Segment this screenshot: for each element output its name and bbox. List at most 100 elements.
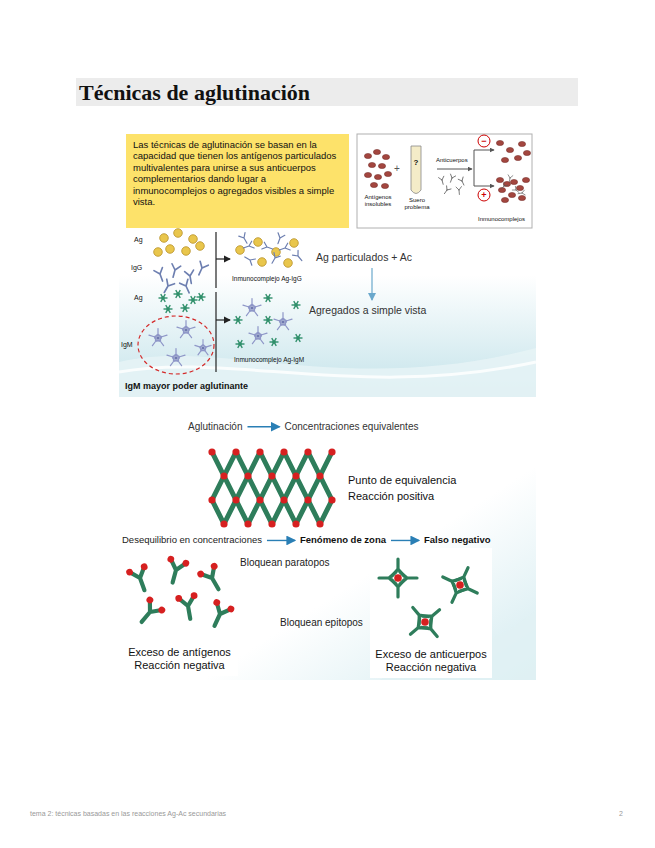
arrow (474, 186, 494, 187)
antibody-arm (320, 500, 332, 524)
antigen-dot (125, 568, 134, 577)
antibody-shape (173, 356, 184, 367)
antibody-shape (242, 302, 253, 311)
symbol: + (394, 163, 400, 175)
antibody-shape (201, 346, 211, 356)
antibody-arm (212, 500, 224, 524)
igm-pentamer (176, 321, 196, 340)
insoluble-antigen (364, 153, 371, 158)
antibody (157, 332, 168, 341)
antigen-star (181, 304, 190, 312)
antigen-star (264, 316, 273, 324)
insoluble-antigen (510, 179, 517, 184)
insoluble-antigen (506, 147, 513, 152)
antibody (202, 343, 212, 351)
antibody-shape (166, 352, 177, 361)
page-footer: tema 2: técnicas basadas en las reaccion… (30, 810, 226, 818)
antibody-arm (260, 476, 272, 500)
antibody-arm (284, 452, 296, 476)
star-core (266, 296, 270, 300)
antibody (175, 592, 201, 621)
antibody-arm (236, 500, 248, 524)
insoluble-antigen (501, 197, 508, 202)
antibody-arm (320, 452, 332, 476)
antigen-star (234, 316, 243, 324)
node-text: Reacción negativa (386, 661, 477, 674)
antibody-shape (157, 332, 168, 341)
antigen-star (159, 294, 168, 302)
antibody-arm (224, 452, 236, 476)
antibody-shape (175, 352, 186, 361)
antibody (194, 343, 204, 351)
antibody-shape (507, 175, 513, 183)
antibody (518, 190, 526, 196)
slide-text: Concentraciones equivalentes (284, 421, 418, 433)
excess-antibody-figure (379, 559, 480, 640)
star-core (199, 295, 203, 299)
antigen-star (197, 293, 206, 301)
star-core (191, 298, 195, 302)
arrow (216, 258, 230, 259)
antigen-star (270, 338, 279, 346)
insoluble-antigen (381, 183, 388, 188)
antigen-particle (154, 248, 163, 257)
insoluble-antigen (518, 141, 525, 146)
insoluble-antigen (522, 177, 529, 182)
arrow (216, 319, 230, 320)
antibody (500, 182, 508, 190)
antibody (133, 595, 167, 629)
antibody-shape (155, 336, 166, 347)
antibody (183, 328, 194, 339)
bracket (215, 292, 216, 372)
antibody-shape (500, 182, 508, 190)
insoluble-antigen (382, 154, 389, 159)
antibody-shape (154, 268, 167, 283)
panel-ground (370, 548, 492, 678)
antibody-shape (243, 254, 255, 265)
igm-pentamer (166, 349, 186, 368)
antigen-dot (208, 496, 215, 503)
arrow (267, 540, 295, 541)
antibody-shape (195, 261, 209, 276)
antigen-dot (182, 559, 190, 567)
antigen-dot (244, 520, 251, 527)
definition-box: Las técnicas de aglutinación se basan en… (126, 134, 349, 228)
part-label: Ag (134, 236, 143, 244)
antigen-dot (394, 574, 402, 582)
figure-label: Suero problema (402, 197, 432, 211)
igm-pentamer (273, 313, 293, 332)
antigen-particle (236, 246, 245, 255)
star-core (161, 296, 165, 300)
antigen-dot (456, 581, 464, 589)
antibody-shape (293, 250, 305, 262)
antibody (439, 176, 446, 185)
antibody (262, 242, 274, 252)
slide-wave (119, 348, 536, 397)
antibody (273, 316, 284, 325)
insoluble-antigen (514, 155, 521, 160)
antigen-dot (140, 562, 149, 571)
antigen-dot (220, 520, 227, 527)
antibody (243, 254, 255, 265)
panel-ground (121, 553, 238, 676)
insoluble-antigen (523, 150, 530, 155)
antigen-star (292, 301, 301, 309)
antibody-shape (269, 253, 280, 265)
antibody-arm (296, 452, 308, 476)
insoluble-antigen (384, 171, 391, 176)
antibody-shape (439, 176, 446, 185)
antibody-shape (251, 302, 262, 311)
antibody (201, 346, 211, 356)
antibody-shape (242, 241, 254, 251)
antibody (185, 324, 196, 333)
figure-caption: Inmunocomplejo Ag-IgM (234, 356, 304, 363)
antibody-shape (280, 320, 291, 331)
antibody (204, 598, 235, 631)
antibody (293, 250, 305, 262)
antigen-dot (316, 472, 323, 479)
antibody-lattice (208, 448, 335, 527)
antibody (166, 352, 177, 361)
antibody (195, 261, 209, 276)
part-label: Ag (134, 294, 143, 302)
antibody (282, 316, 293, 325)
